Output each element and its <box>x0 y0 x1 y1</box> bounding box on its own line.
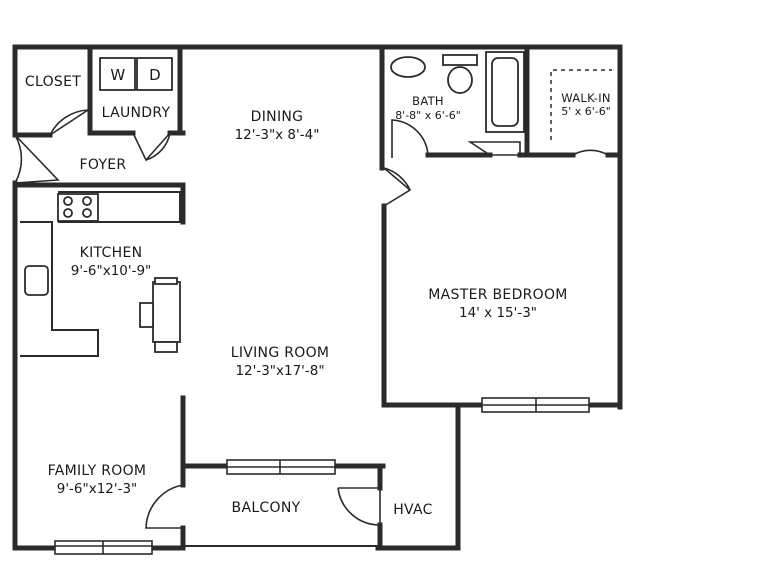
doors[interactable] <box>14 109 609 529</box>
washer-dryer: W D <box>99 57 173 91</box>
laundry-label: LAUNDRY <box>102 105 171 121</box>
walls <box>12 44 623 551</box>
dining-dims: 12'-3"x 8'-4" <box>235 127 320 143</box>
bath-dims: 8'-8" x 6'-6" <box>395 109 461 122</box>
kitchen-label: KITCHEN <box>80 245 143 261</box>
walkin-label: WALK-IN <box>561 91 611 105</box>
dryer-label: D <box>149 66 161 84</box>
balcony-door <box>145 484 184 529</box>
windows <box>54 397 590 555</box>
washer-icon <box>99 57 136 91</box>
walkin-dims: 5' x 6'-6" <box>561 105 611 118</box>
master-bedroom-dims: 14' x 15'-3" <box>459 305 537 321</box>
hvac-door <box>337 487 381 526</box>
hvac-label: HVAC <box>393 502 433 518</box>
family-room-label: FAMILY ROOM <box>48 463 147 479</box>
foyer-label: FOYER <box>80 157 127 173</box>
bath-door <box>391 119 429 158</box>
bedroom-door <box>383 167 412 207</box>
stove-icon <box>57 193 99 222</box>
living-room-label: LIVING ROOM <box>231 345 330 361</box>
closet-label: CLOSET <box>25 74 81 90</box>
dining-label: DINING <box>251 109 304 125</box>
closet-door <box>49 109 89 136</box>
balcony-window <box>226 459 336 475</box>
bath-label: BATH <box>412 94 444 108</box>
room-labels: CLOSET LAUNDRY FOYER DINING 12'-3"x 8'-4… <box>25 74 611 518</box>
living-room-dims: 12'-3"x17'-8" <box>235 363 324 379</box>
bedroom-window <box>481 397 590 413</box>
dryer-icon <box>136 57 173 91</box>
kitchen-counters <box>20 191 181 357</box>
toilet-icon <box>442 54 478 94</box>
sink-icon <box>390 56 426 78</box>
bath-inner-door <box>467 141 521 156</box>
balcony-label: BALCONY <box>232 500 301 516</box>
walkin-door <box>572 149 609 156</box>
washer-label: W <box>110 66 125 84</box>
entry-door <box>14 134 60 184</box>
dining-table-icon <box>139 277 181 353</box>
bath-fixtures <box>390 51 525 133</box>
sink-icon <box>24 265 49 296</box>
kitchen-dims: 9'-6"x10'-9" <box>71 263 152 279</box>
family-window <box>54 540 153 555</box>
master-bedroom-label: MASTER BEDROOM <box>428 287 567 303</box>
laundry-door <box>132 132 171 162</box>
bathtub-icon <box>485 51 525 133</box>
family-room-dims: 9'-6"x12'-3" <box>57 481 138 497</box>
